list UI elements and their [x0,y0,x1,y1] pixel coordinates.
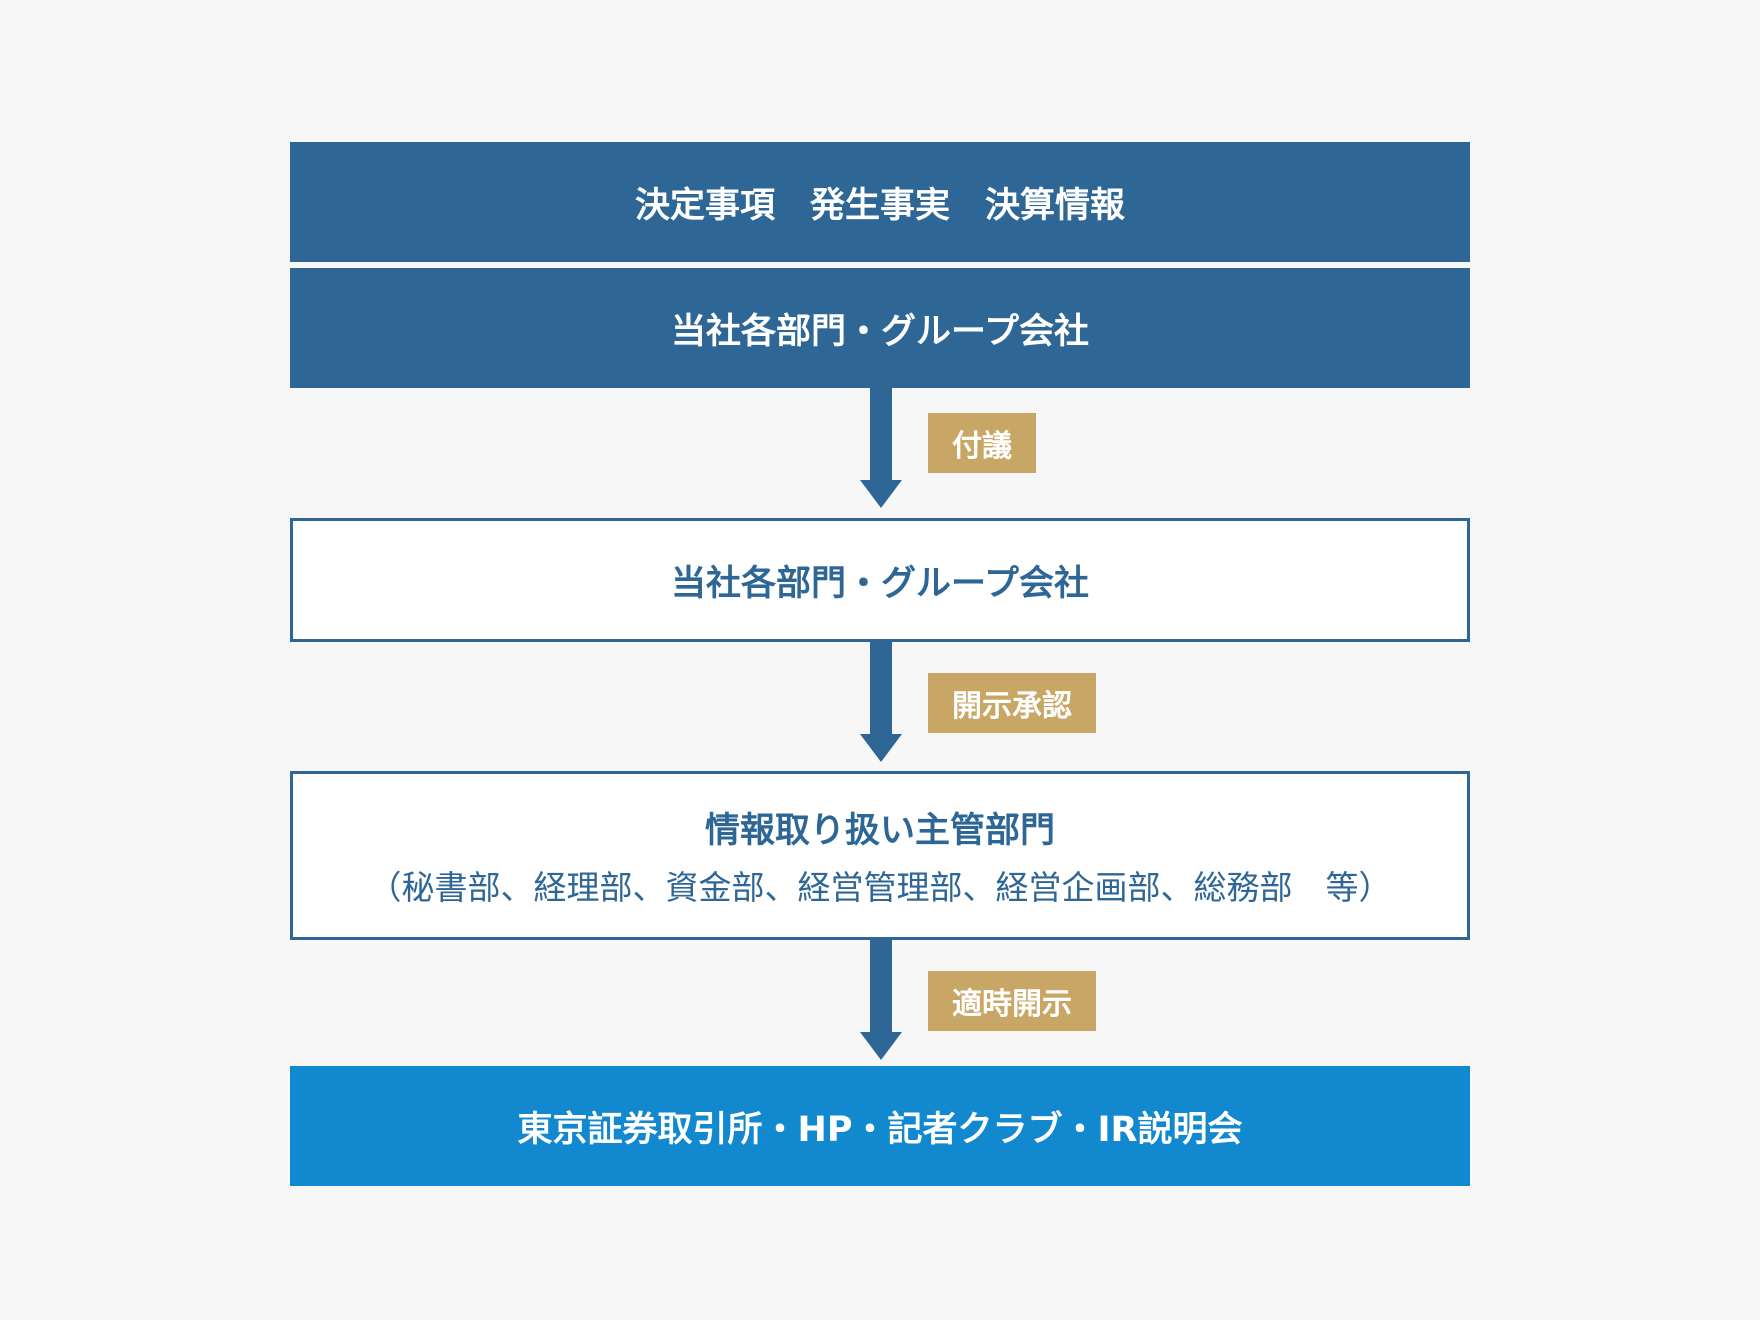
managing-department-title: 情報取り扱い主管部門 [704,811,1055,851]
source-departments-label: 当社各部門・グループ会社 [671,311,1089,352]
managing-department-box: 情報取り扱い主管部門 （秘書部、経理部、資金部、経営管理部、経営企画部、総務部 … [290,771,1470,940]
arrow-down-icon [860,940,902,1060]
review-departments-box: 当社各部門・グループ会社 [290,518,1470,642]
step-label-disclosure: 適時開示 [952,987,1072,1022]
source-departments-box: 当社各部門・グループ会社 [290,268,1470,388]
arrow-down-icon [860,642,902,762]
events-label: 決定事項 発生事実 決算情報 [634,185,1125,226]
disclosure-targets-label: 東京証券取引所・HP・記者クラブ・IR説明会 [517,1109,1243,1150]
step-label-approval: 開示承認 [952,689,1072,724]
step-badge-approval: 開示承認 [928,673,1096,733]
step-label-submission: 付議 [952,429,1012,464]
managing-department-detail: （秘書部、経理部、資金部、経営管理部、経営企画部、総務部 等） [368,868,1392,907]
arrow-down-icon [860,388,902,508]
disclosure-targets-box: 東京証券取引所・HP・記者クラブ・IR説明会 [290,1066,1470,1186]
step-badge-disclosure: 適時開示 [928,971,1096,1031]
review-departments-label: 当社各部門・グループ会社 [671,563,1089,604]
events-box: 決定事項 発生事実 決算情報 [290,142,1470,262]
step-badge-submission: 付議 [928,413,1036,473]
